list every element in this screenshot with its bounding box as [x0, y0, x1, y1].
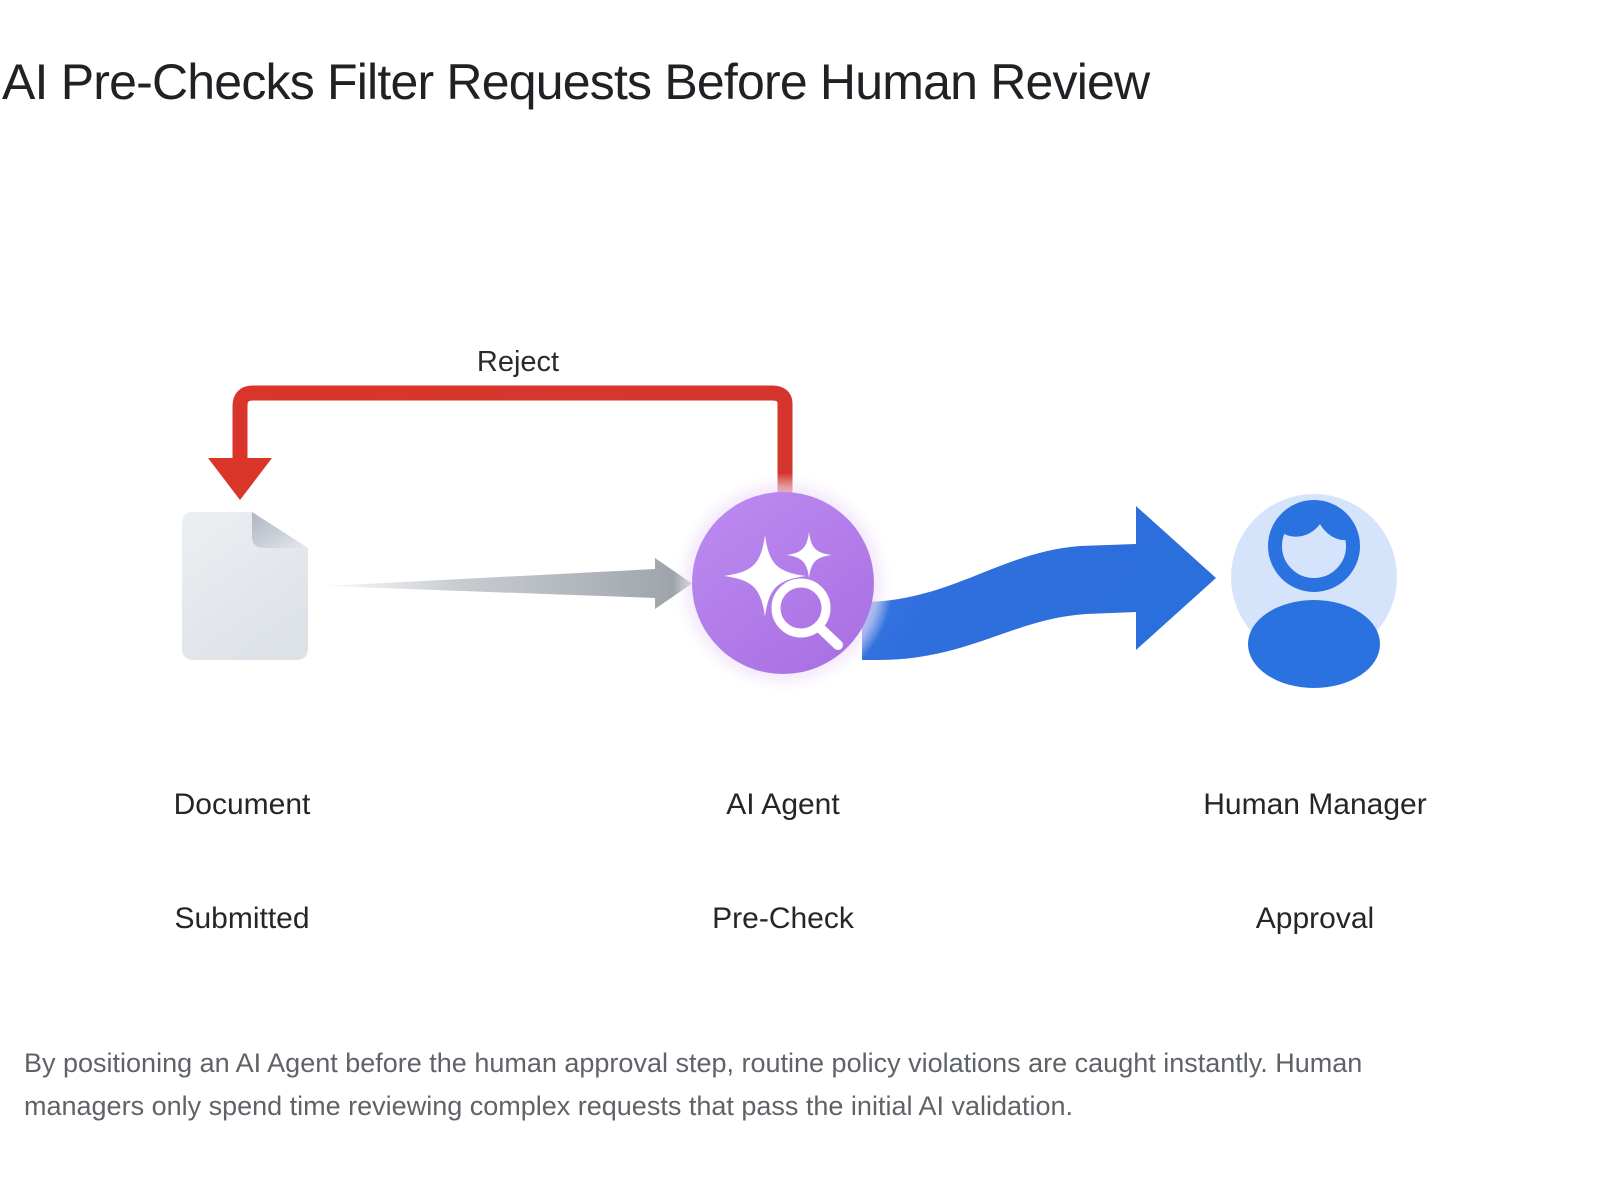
connector-approve	[862, 506, 1216, 660]
diagram-caption: By positioning an AI Agent before the hu…	[24, 1048, 1363, 1121]
node-label-human-line2: Approval	[1255, 902, 1375, 935]
node-label-human: Human Manager Approval	[1165, 710, 1465, 1014]
node-document-icon	[182, 512, 308, 660]
connector-label-reject: Reject	[476, 346, 560, 378]
flow-diagram-svg	[182, 385, 1397, 693]
diagram-canvas: Reject Document Submitted AI Agent Pre-C…	[0, 140, 1600, 1020]
node-label-document-line2: Submitted	[174, 902, 310, 935]
connector-reject	[208, 385, 793, 500]
node-label-agent-line2: Pre-Check	[712, 902, 854, 935]
node-human-icon	[1231, 494, 1397, 688]
node-label-agent: AI Agent Pre-Check	[633, 710, 933, 1014]
node-label-human-line1: Human Manager	[1203, 788, 1427, 821]
node-label-document-line1: Document	[173, 788, 311, 821]
node-agent-icon	[673, 473, 893, 693]
page-title: AI Pre-Checks Filter Requests Before Hum…	[2, 54, 1150, 110]
connector-submit	[325, 558, 692, 609]
node-label-document: Document Submitted	[92, 710, 392, 1014]
node-label-agent-line1: AI Agent	[726, 788, 840, 821]
